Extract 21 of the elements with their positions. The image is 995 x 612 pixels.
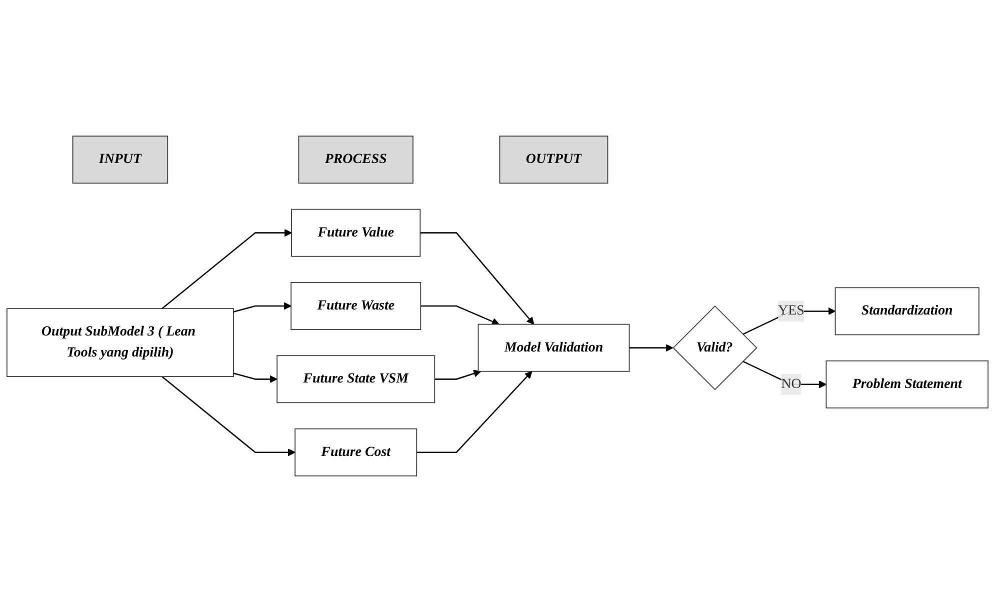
arrow xyxy=(162,228,292,310)
arrow xyxy=(629,344,674,352)
arrow xyxy=(162,376,296,456)
node-box: Future State VSM xyxy=(276,355,436,404)
node-box: PROCESS xyxy=(298,136,414,184)
edge-label: YES xyxy=(778,303,804,318)
node-box: Future Cost xyxy=(294,428,418,476)
node-box: Problem Statement xyxy=(826,360,988,408)
edge-label: NO xyxy=(781,376,802,392)
arrow xyxy=(434,370,482,380)
node-diamond: Valid? xyxy=(672,305,758,390)
node-box: Output SubModel 3 ( Lean Tools yang dipilih) xyxy=(6,308,234,377)
arrow xyxy=(420,232,534,325)
arrow xyxy=(416,371,532,454)
node-box: Future Value xyxy=(291,208,421,257)
arrow xyxy=(233,302,292,313)
arrow xyxy=(420,305,500,326)
node-box: Future Waste xyxy=(290,282,422,330)
arrow xyxy=(233,372,278,384)
node-box: Standardization xyxy=(834,287,980,336)
node-box: Model Validation xyxy=(478,324,630,372)
